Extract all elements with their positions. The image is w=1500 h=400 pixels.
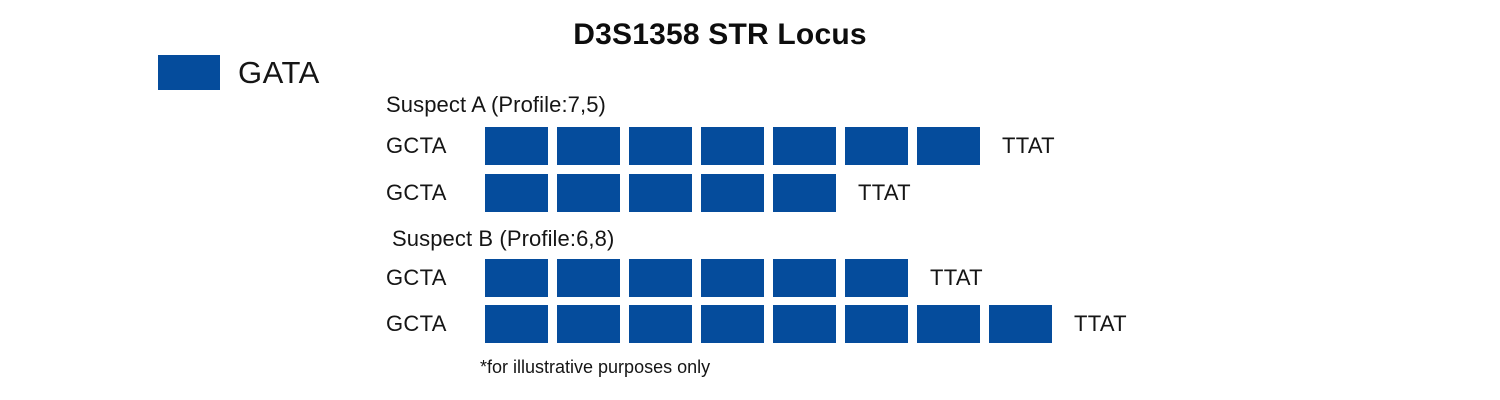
group-title-suspect-b: Suspect B (Profile:6,8) [392, 226, 615, 251]
repeat-unit-block [773, 174, 836, 212]
left-flank-label: GCTA [386, 311, 447, 336]
repeat-track [485, 174, 836, 212]
repeat-unit-block [845, 259, 908, 297]
legend-label-gata: GATA [238, 55, 320, 90]
repeat-unit-block [485, 174, 548, 212]
repeat-unit-block [557, 127, 620, 165]
repeat-unit-block [557, 259, 620, 297]
repeat-unit-block [989, 305, 1052, 343]
right-flank-label: TTAT [858, 180, 911, 205]
allele-row-suspect-a-2: GCTA TTAT [386, 174, 911, 212]
group-title-suspect-a: Suspect A (Profile:7,5) [386, 92, 606, 117]
page-title: D3S1358 STR Locus [573, 18, 867, 51]
repeat-unit-block [845, 127, 908, 165]
repeat-unit-block [845, 305, 908, 343]
footnote: *for illustrative purposes only [480, 357, 711, 377]
repeat-track [485, 127, 980, 165]
repeat-unit-block [629, 259, 692, 297]
repeat-track [485, 259, 908, 297]
allele-row-suspect-b-1: GCTA TTAT [386, 259, 983, 297]
allele-row-suspect-a-1: GCTA TTAT [386, 127, 1055, 165]
repeat-unit-block [701, 305, 764, 343]
legend-swatch-gata [158, 55, 220, 90]
legend: GATA [158, 55, 320, 90]
repeat-unit-block [701, 259, 764, 297]
right-flank-label: TTAT [1074, 311, 1127, 336]
repeat-unit-block [701, 174, 764, 212]
repeat-unit-block [629, 174, 692, 212]
allele-row-suspect-b-2: GCTA TTAT [386, 305, 1127, 343]
repeat-unit-block [629, 127, 692, 165]
repeat-unit-block [773, 305, 836, 343]
right-flank-label: TTAT [930, 265, 983, 290]
repeat-unit-block [629, 305, 692, 343]
repeat-unit-block [917, 127, 980, 165]
repeat-unit-block [485, 305, 548, 343]
repeat-unit-block [557, 305, 620, 343]
repeat-track [485, 305, 1052, 343]
repeat-unit-block [485, 127, 548, 165]
left-flank-label: GCTA [386, 180, 447, 205]
repeat-unit-block [701, 127, 764, 165]
repeat-unit-block [773, 259, 836, 297]
repeat-unit-block [485, 259, 548, 297]
left-flank-label: GCTA [386, 265, 447, 290]
repeat-unit-block [557, 174, 620, 212]
left-flank-label: GCTA [386, 133, 447, 158]
right-flank-label: TTAT [1002, 133, 1055, 158]
repeat-unit-block [773, 127, 836, 165]
repeat-unit-block [917, 305, 980, 343]
